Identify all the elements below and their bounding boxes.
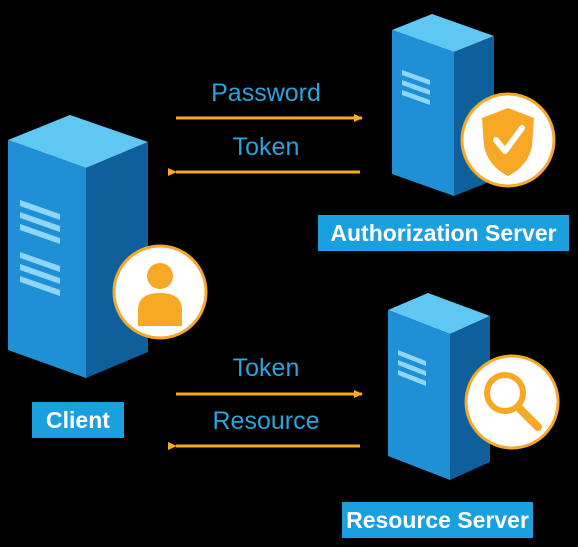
client-tag: Client — [32, 402, 124, 438]
resource-label: Resource — [212, 407, 320, 435]
authorization-server-tag: Authorization Server — [318, 215, 569, 251]
password-label: Password — [211, 79, 321, 107]
user-icon — [112, 244, 208, 340]
token-label-top: Token — [232, 133, 300, 161]
client-server-icon — [8, 115, 148, 378]
shield-check-icon — [460, 92, 556, 188]
resource-server-tag: Resource Server — [342, 502, 533, 538]
magnifier-icon — [464, 354, 560, 450]
token-label-bottom: Token — [232, 354, 300, 382]
